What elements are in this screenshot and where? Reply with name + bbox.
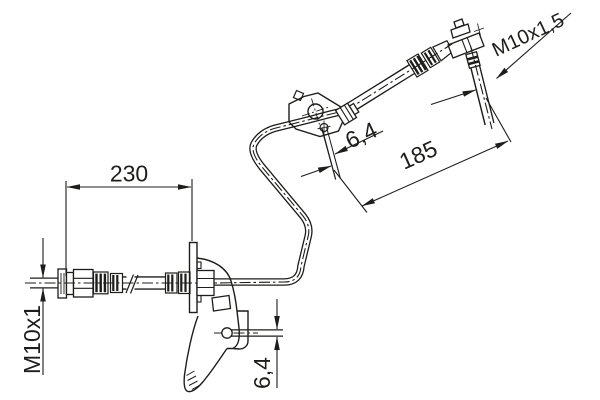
- lower-bracket: [183, 241, 249, 393]
- banjo-body: [447, 32, 485, 59]
- bolt-hole-cross: [301, 98, 330, 125]
- bracket-bolt-hole: [307, 103, 324, 120]
- upper-bracket: [288, 89, 360, 138]
- main-centerline: [25, 43, 453, 284]
- hose-mid-section: [119, 274, 169, 294]
- upper-crimp-collars: [406, 40, 454, 78]
- dia-64-lower-label: 6,4: [249, 357, 275, 389]
- lower-port-end: [221, 327, 233, 339]
- dimensions: [40, 12, 572, 388]
- extension-line: [333, 169, 368, 213]
- bracket-beak: [183, 315, 228, 393]
- dimension-64-upper: [300, 130, 384, 178]
- leader-arrow: [334, 130, 384, 155]
- banjo-stub-centerline: [469, 45, 493, 130]
- upper-port-pipe: [321, 126, 341, 181]
- banjo-bolt-head: [450, 23, 471, 39]
- banjo-fitting: [447, 18, 485, 69]
- dim-185-label: 185: [395, 135, 441, 174]
- port-hole-cross: [317, 120, 331, 135]
- bracket-flange-plate: [188, 241, 198, 314]
- leader-arrow: [496, 12, 572, 79]
- beak-hatching: [186, 370, 201, 390]
- dimension-line: [361, 140, 509, 207]
- thread-callout-upper: [430, 12, 572, 106]
- dim-230-label: 230: [110, 161, 148, 187]
- hose-break-slashes: [125, 274, 139, 294]
- flange-step-top: [196, 261, 202, 270]
- banjo-threaded-stub: [468, 60, 495, 126]
- upper-bracket-tab: [292, 89, 305, 102]
- dimension-230: [65, 179, 193, 276]
- thread-left-label: M10x1: [19, 305, 45, 374]
- thread-upper-label: M10x1,5: [489, 9, 568, 61]
- bracket-slot: [211, 294, 232, 312]
- bracket-fold-plate: [232, 310, 249, 350]
- hose-grommet: [334, 102, 360, 126]
- leader-arrow: [300, 165, 332, 178]
- bolt-axis-cross: [473, 23, 485, 36]
- bracket-hex-nut: [196, 269, 215, 297]
- leader-arrow: [430, 89, 476, 106]
- extension-line: [485, 97, 512, 143]
- bracket-body-edge: [196, 257, 240, 350]
- hex-facet-lines: [73, 277, 93, 289]
- thread-band: [465, 51, 481, 69]
- dimension-185: [333, 97, 512, 213]
